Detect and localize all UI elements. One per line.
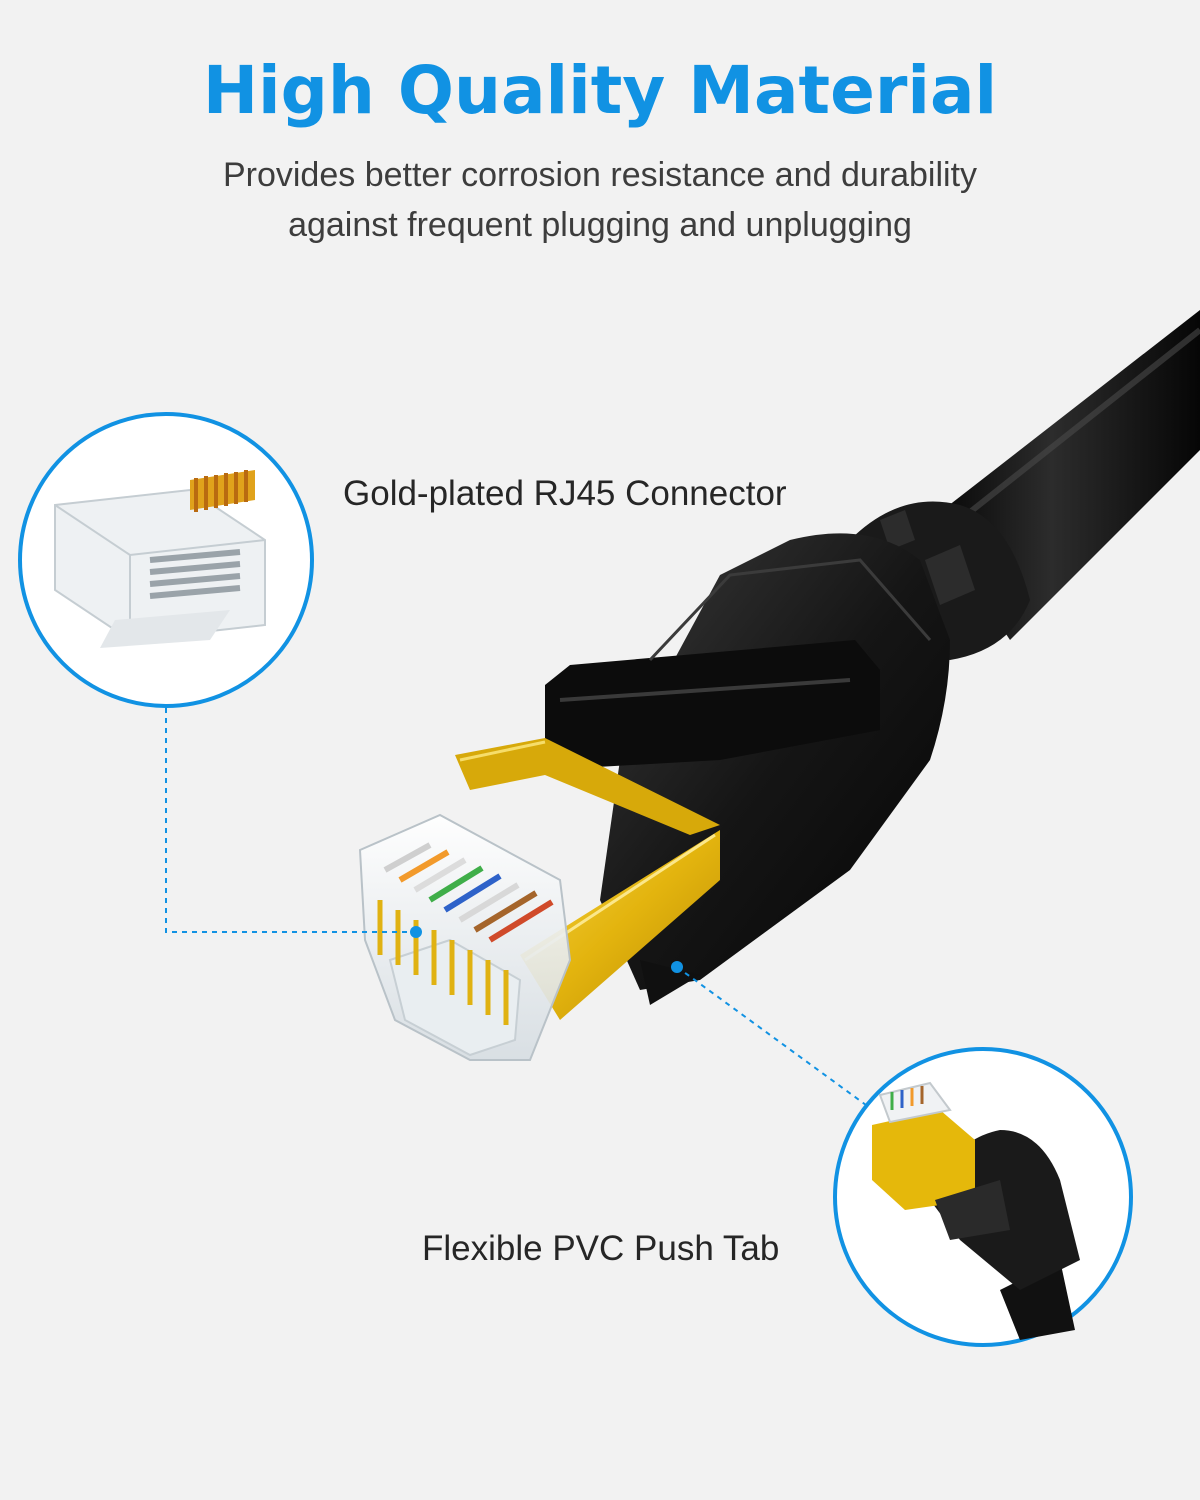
page-subtitle: Provides better corrosion resistance and… (150, 150, 1050, 250)
rj45-plug (358, 813, 572, 1061)
pushtab-callout-dot (671, 961, 683, 973)
connector-callout-dot (410, 926, 422, 938)
page-title: High Quality Material (202, 52, 998, 129)
subtitle-line-2: against frequent plugging and unplugging (288, 206, 912, 244)
pushtab-detail-circle (833, 1047, 1133, 1347)
connector-detail-circle (18, 412, 314, 708)
pushtab-label: Flexible PVC Push Tab (422, 1229, 780, 1268)
connector-callout-line (165, 708, 422, 938)
gold-contacts-icon (190, 470, 255, 512)
mini-connector-icon (872, 1081, 1080, 1340)
connector-label: Gold-plated RJ45 Connector (343, 474, 787, 513)
transparent-connector-icon (54, 488, 266, 648)
pushtab-callout-line (671, 961, 867, 1106)
subtitle-line-1: Provides better corrosion resistance and… (222, 156, 978, 194)
colored-wires (383, 842, 554, 943)
